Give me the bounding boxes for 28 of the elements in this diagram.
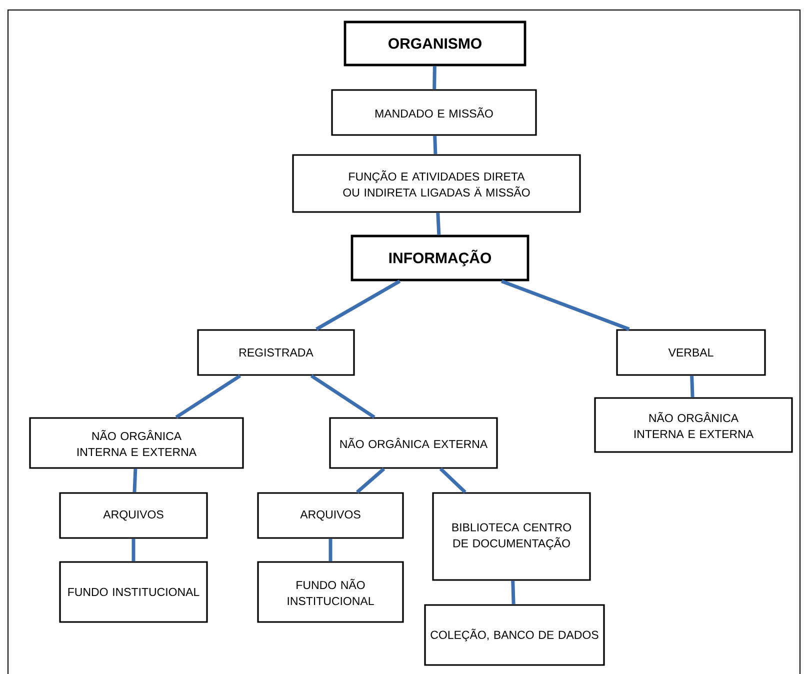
process-box: VERBAL xyxy=(616,329,766,376)
process-box: FUNDO INSTITUCIONAL xyxy=(59,561,208,623)
connector-line xyxy=(310,374,376,419)
process-box: ARQUIVOS xyxy=(59,492,208,539)
connector-line xyxy=(132,538,136,562)
connector-line xyxy=(132,468,138,492)
connector-line xyxy=(511,580,516,604)
connector-line xyxy=(328,538,332,562)
process-box: ARQUIVOS xyxy=(257,492,404,539)
process-box: MANDADO E MISSÃO xyxy=(331,89,537,136)
connector-line xyxy=(439,468,466,494)
title-box: INFORMAÇÃO xyxy=(350,234,530,282)
process-box: BIBLIOTECA CENTRO DE DOCUMENTAÇÃO xyxy=(432,492,591,581)
process-box: FUNÇÃO E ATIVIDADES DIRETA OU INDIRETA LIGADAS Ä MISSÃO xyxy=(292,154,581,213)
title-box: ORGANISMO xyxy=(344,20,526,66)
process-box: REGISTRADA xyxy=(197,329,355,376)
connector-line xyxy=(175,374,242,419)
process-box: FUNDO NÃO INSTITUCIONAL xyxy=(257,561,404,623)
connector-line xyxy=(436,212,441,235)
process-box: COLEÇÃO, BANCO DE DADOS xyxy=(424,604,605,666)
connector-line xyxy=(433,136,438,154)
process-box: NÃO ORGÂNICA INTERNA E EXTERNA xyxy=(594,397,793,453)
process-box: NÃO ORGÂNICA INTERNA E EXTERNA xyxy=(29,417,244,469)
connector-line xyxy=(501,280,630,331)
connector-line xyxy=(690,376,694,398)
process-box: NÃO ORGÂNICA EXTERNA xyxy=(329,417,498,469)
connector-line xyxy=(316,280,401,331)
connector-line xyxy=(432,66,436,90)
